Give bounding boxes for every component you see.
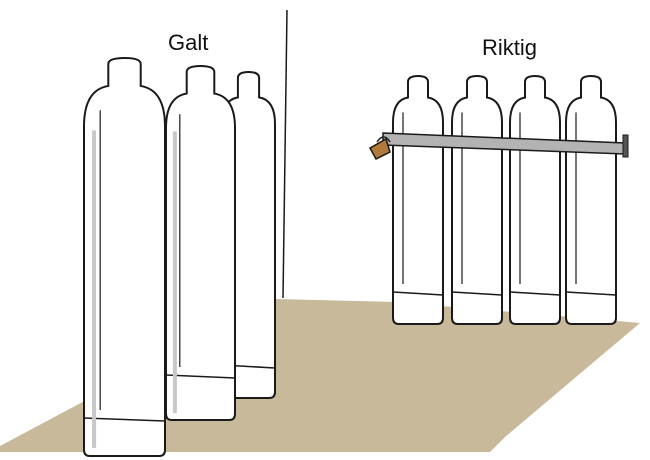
bar-end-cap	[622, 134, 629, 158]
cylinder-right-1	[392, 74, 444, 325]
padlock-icon	[368, 137, 391, 160]
padlock-shackle	[376, 136, 391, 143]
cylinder-right-3	[509, 74, 561, 325]
cylinder-wrong-front	[83, 56, 166, 457]
cylinder-wrong-middle	[165, 64, 236, 421]
label-wrong: Galt	[168, 30, 209, 55]
cylinder-right-2	[451, 74, 503, 325]
label-right: Riktig	[482, 35, 538, 60]
cylinder-right-4	[565, 74, 617, 325]
wall-corner-line	[282, 9, 288, 299]
chain-bar-assembly	[368, 132, 629, 160]
